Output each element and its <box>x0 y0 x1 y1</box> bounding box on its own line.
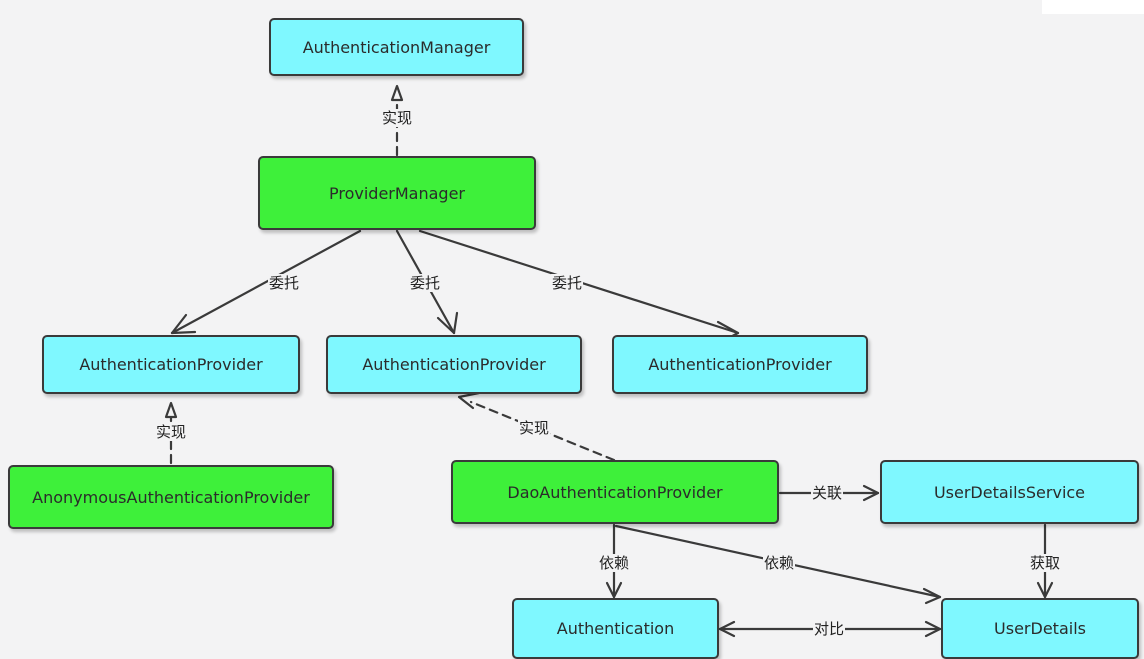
node-label: UserDetails <box>994 619 1086 638</box>
edge-label-associates: 关联 <box>810 484 844 502</box>
node-label: DaoAuthenticationProvider <box>507 482 723 502</box>
edge-label-obtains: 获取 <box>1028 554 1062 572</box>
node-authentication-provider-left: AuthenticationProvider <box>42 335 300 394</box>
edge-label-implements-dao: 实现 <box>517 419 551 437</box>
top-right-blank-area <box>1042 0 1144 14</box>
edge-label-delegate-1: 委托 <box>267 274 301 292</box>
edge-label-delegate-2: 委托 <box>408 274 442 292</box>
edge-label-implements-anonymous: 实现 <box>154 423 188 441</box>
node-authentication: Authentication <box>512 598 719 659</box>
edge-label-depends-authentication: 依赖 <box>597 554 631 572</box>
hollow-arrowhead-icon <box>164 401 178 419</box>
node-authentication-provider-center: AuthenticationProvider <box>326 335 582 394</box>
node-label: AnonymousAuthenticationProvider <box>32 487 310 507</box>
node-user-details-service: UserDetailsService <box>880 460 1139 524</box>
hollow-arrowhead-icon <box>390 84 404 102</box>
node-label: AuthenticationProvider <box>362 355 546 374</box>
edge-label-delegate-3: 委托 <box>550 274 584 292</box>
edge-label-depends-user-details: 依赖 <box>762 554 796 572</box>
edge-label-implements-manager: 实现 <box>380 109 414 127</box>
node-authentication-provider-right: AuthenticationProvider <box>612 335 868 394</box>
node-label: AuthenticationManager <box>302 37 491 57</box>
edge-label-compare: 对比 <box>812 620 846 638</box>
edge-delegate-1 <box>170 229 362 335</box>
node-anonymous-authentication-provider: AnonymousAuthenticationProvider <box>8 465 334 529</box>
node-label: AuthenticationProvider <box>79 355 263 374</box>
node-provider-manager: ProviderManager <box>258 156 536 230</box>
node-label: AuthenticationProvider <box>648 355 832 374</box>
node-authentication-manager: AuthenticationManager <box>269 18 524 76</box>
node-dao-authentication-provider: DaoAuthenticationProvider <box>451 460 779 524</box>
node-label: ProviderManager <box>328 183 465 203</box>
node-label: UserDetailsService <box>933 482 1086 502</box>
node-label: Authentication <box>556 619 675 638</box>
node-user-details: UserDetails <box>941 598 1139 659</box>
